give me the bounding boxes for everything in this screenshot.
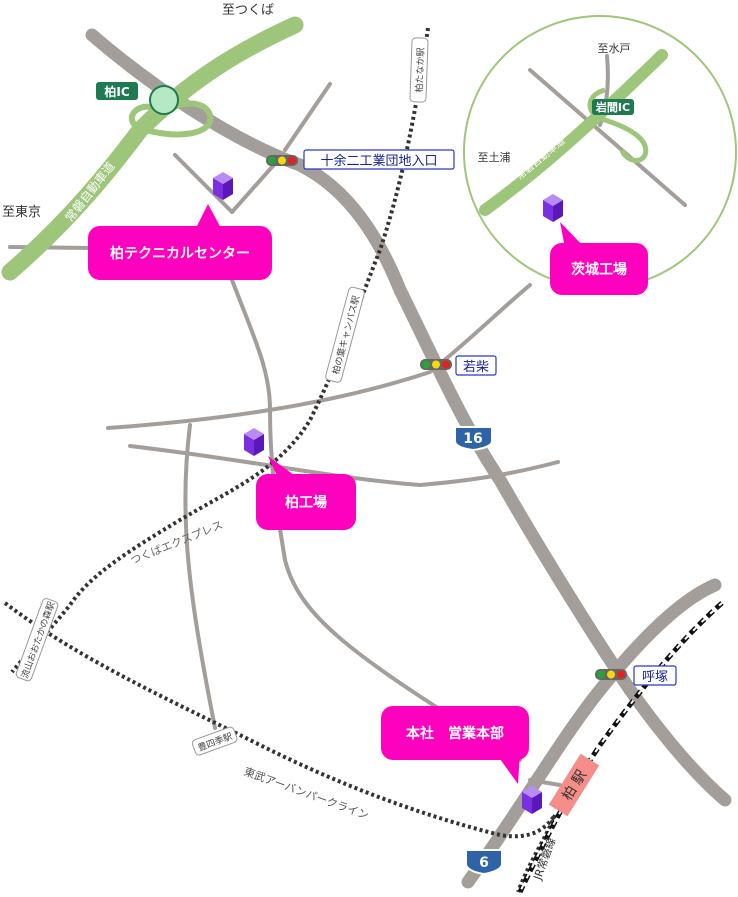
road-north-diag <box>283 82 332 152</box>
road-tc-east <box>230 156 282 214</box>
station-nagareyama: 流山おおたかの森駅 <box>15 598 59 682</box>
station-kashiwa-tanaka: 柏たなか駅 <box>409 37 429 103</box>
kashiwa-ic-label: 柏IC <box>104 84 129 99</box>
callout-ibaraki-plant-label: 茨城工場 <box>571 261 627 278</box>
jr-joban-inner <box>519 602 723 893</box>
tobu-line <box>3 601 557 839</box>
kashiwa-ic-marker <box>149 85 179 115</box>
intersection-yobitsuka-label: 呼塚 <box>642 670 668 685</box>
signal-tomoni <box>266 155 298 166</box>
intersection-tomoni-label: 十余二工業団地入口 <box>320 153 437 169</box>
station-toyoshikidai: 豊四季駅 <box>191 726 238 756</box>
callout-head-office[interactable]: 本社 営業本部 <box>381 706 529 784</box>
kashiwa-ic-badge <box>96 82 138 100</box>
intersection-yobitsuka-box <box>633 665 677 686</box>
callout-kashiwa-plant-label: 柏工場 <box>285 494 327 511</box>
route-6-number: 6 <box>479 855 489 871</box>
route-16-shield: 16 <box>454 426 493 452</box>
route-6-road <box>461 578 722 889</box>
road-tokyo-west <box>8 245 92 250</box>
iwama-ic-badge <box>592 99 634 115</box>
callout-technical-center[interactable]: 柏テクニカルセンター <box>88 204 272 280</box>
facility-icon-head-office <box>522 786 542 814</box>
road-tc-north <box>173 153 234 214</box>
expressway <box>1 16 304 281</box>
tobu-line-label: 東武アーバンパークライン <box>242 765 370 822</box>
intersection-wakashiba-label: 若柴 <box>463 359 489 375</box>
inset-expressway <box>479 49 668 216</box>
route-6-shield: 6 <box>465 849 503 876</box>
tobu-line-south <box>516 814 557 893</box>
expressway-label-group: 常磐自動車道 <box>62 159 117 224</box>
callout-technical-center-label: 柏テクニカルセンター <box>110 245 250 262</box>
direction-tokyo: 至東京 <box>2 204 41 220</box>
facility-icon-ibaraki <box>543 194 563 222</box>
route-16-number: 16 <box>463 431 482 447</box>
expressway-label: 常磐自動車道 <box>62 159 117 224</box>
callout-ibaraki-plant[interactable]: 茨城工場 <box>550 222 648 295</box>
callout-head-office-label: 本社 営業本部 <box>406 725 504 742</box>
kashiwa-ic-loop <box>128 100 214 138</box>
road-south-ew <box>128 444 560 487</box>
signal-wakashiba <box>420 359 452 370</box>
iwama-ic-label: 岩間IC <box>595 100 630 114</box>
intersection-wakashiba-box <box>455 355 497 376</box>
intersection-tomoni-box <box>303 149 455 170</box>
station-kashiwanoha: 柏の葉キャンパス駅 <box>325 286 365 383</box>
tobu-label-group: 東武アーバンパークライン <box>242 765 370 822</box>
inset-road-a <box>528 68 687 207</box>
station-kashiwa-tanaka-label: 柏たなか駅 <box>413 47 427 92</box>
inset-ic-loop <box>587 87 649 163</box>
direction-tsukuba: 至つくば <box>222 3 274 18</box>
facility-icon-kashiwa-plant <box>244 428 264 456</box>
road-toyoshiki <box>183 423 217 730</box>
signal-yobitsuka <box>595 669 627 680</box>
direction-mito: 至水戸 <box>598 42 631 55</box>
inset-map: 常磐自動車道 岩間IC 至水戸 至土浦 <box>463 15 737 289</box>
facility-icon-technical-center <box>213 172 233 200</box>
callout-kashiwa-plant[interactable]: 柏工場 <box>256 456 356 530</box>
station-nagareyama-label: 流山おおたかの森駅 <box>19 600 58 680</box>
railways <box>3 27 724 894</box>
road-central-ew <box>106 283 532 430</box>
direction-tsuchiura: 至土浦 <box>478 151 511 164</box>
